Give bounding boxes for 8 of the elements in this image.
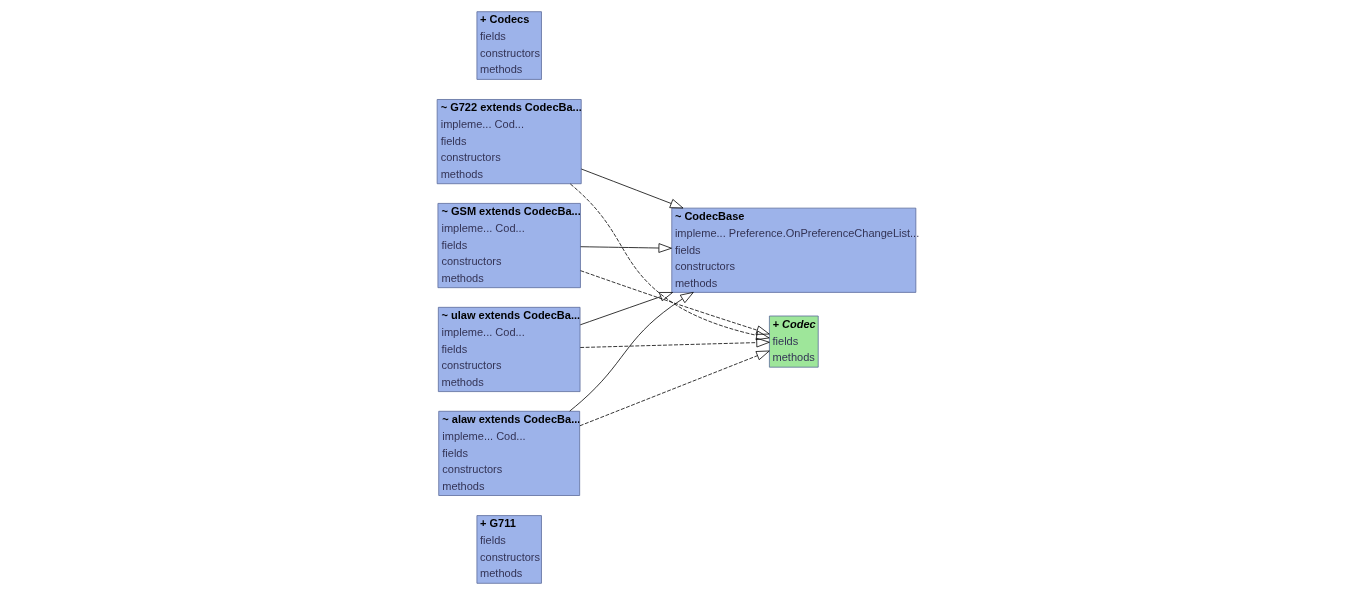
arrow [569,183,770,341]
arrow [568,292,694,412]
arrow [579,243,672,253]
arrow [579,270,770,335]
arrow [579,337,770,348]
arrow [580,168,683,209]
arrow [579,350,770,427]
arrow [579,292,673,326]
